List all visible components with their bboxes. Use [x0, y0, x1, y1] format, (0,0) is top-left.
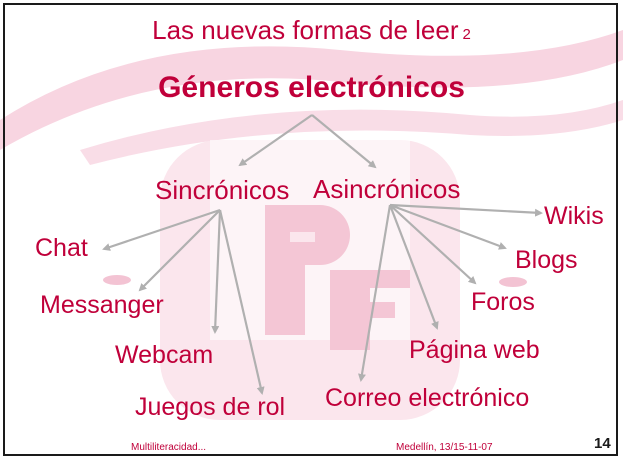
node-messanger: Messanger: [40, 291, 164, 319]
page-number: 14: [594, 435, 611, 452]
node-juegos-de-rol: Juegos de rol: [135, 393, 286, 421]
arrow-to-webcam: [211, 209, 222, 334]
node-chat: Chat: [35, 234, 88, 262]
arrow-to-juegos-de-rol: [218, 209, 265, 395]
swoosh-top: [0, 30, 623, 150]
slide-title-suffix: 2: [462, 26, 471, 43]
slide-subtitle: Géneros electrónicos: [158, 71, 465, 104]
footer-left-text: Multiliteracidad...: [131, 442, 207, 453]
arrow-to-asincronicos: [311, 114, 377, 169]
node-wikis: Wikis: [544, 202, 604, 230]
footer-date: Medellín, 13/15-11-07: [396, 442, 493, 453]
swoosh-middle: [80, 100, 623, 165]
arrow-to-pagina-web: [388, 204, 439, 330]
slide-title-text: Las nuevas formas de leer: [152, 15, 459, 45]
node-webcam: Webcam: [115, 341, 214, 369]
node-asincronicos: Asincrónicos: [313, 174, 461, 204]
node-blogs: Blogs: [515, 246, 578, 274]
node-pagina-web: Página web: [409, 336, 540, 364]
arrow-to-blogs: [389, 203, 507, 250]
arrow-to-correo-electronico: [358, 204, 392, 382]
arrow-to-foros: [389, 204, 477, 285]
arrow-to-chat: [102, 208, 221, 251]
node-sincronicos: Sincrónicos: [155, 175, 290, 205]
watermark-letter-f-middle: [330, 302, 395, 318]
watermark-letter-f-top: [330, 270, 410, 288]
arrow-to-messanger: [138, 209, 221, 292]
arrow-to-wikis: [389, 203, 543, 217]
node-correo-electronico: Correo electrónico: [325, 384, 530, 412]
arrow-to-sincronicos: [238, 114, 313, 167]
watermark-letter-p-hole: [290, 232, 315, 242]
node-foros: Foros: [471, 288, 535, 316]
watermark-dot-left: [103, 275, 131, 285]
watermark-dot-right: [499, 277, 527, 287]
slide-frame: [3, 3, 618, 456]
